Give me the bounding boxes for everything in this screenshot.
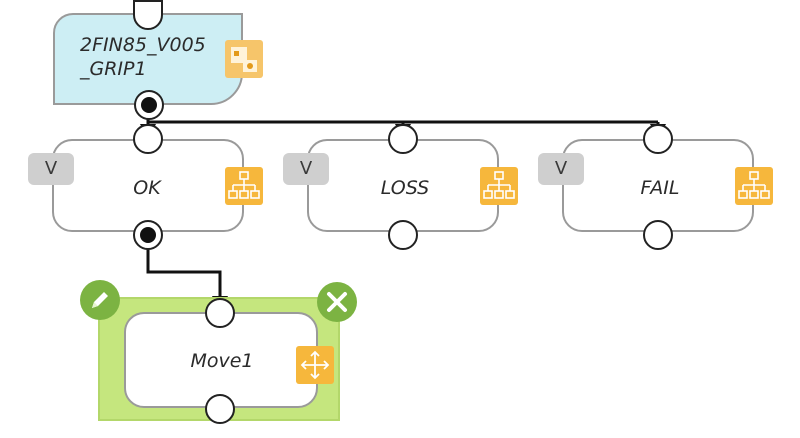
pencil-icon	[92, 292, 108, 308]
move1-label: Move1	[190, 350, 254, 372]
decision-config-icon	[225, 40, 263, 78]
branch-node-fail[interactable]	[562, 139, 754, 232]
move-arrows-icon	[296, 346, 334, 384]
branch-ok-badge: V	[28, 153, 74, 185]
close-icon	[327, 292, 347, 312]
branch-fail-input-port[interactable]	[643, 124, 673, 154]
branch-fail-badge: V	[538, 153, 584, 185]
branch-loss-badge: V	[283, 153, 329, 185]
branch-loss-label: LOSS	[380, 177, 430, 199]
branch-loss-input-port[interactable]	[388, 124, 418, 154]
decision-output-port[interactable]	[134, 90, 164, 120]
edit-button[interactable]	[80, 280, 120, 320]
decision-input-port[interactable]	[133, 0, 163, 30]
branch-fail-hierarchy-icon	[735, 167, 773, 205]
branch-ok-hierarchy-icon	[225, 167, 263, 205]
move1-output-port[interactable]	[205, 394, 235, 424]
decision-node-label-line2: _GRIP1	[80, 58, 147, 80]
decision-node-label-line1: 2FIN85_V005	[80, 34, 206, 56]
branch-fail-label: FAIL	[640, 177, 680, 199]
move1-input-port[interactable]	[205, 298, 235, 328]
delete-button[interactable]	[317, 282, 357, 322]
branch-loss-output-port[interactable]	[388, 220, 418, 250]
branch-ok-output-port[interactable]	[133, 220, 163, 250]
branch-ok-input-port[interactable]	[133, 124, 163, 154]
branch-ok-label: OK	[133, 177, 161, 199]
branch-fail-output-port[interactable]	[643, 220, 673, 250]
branch-loss-hierarchy-icon	[480, 167, 518, 205]
